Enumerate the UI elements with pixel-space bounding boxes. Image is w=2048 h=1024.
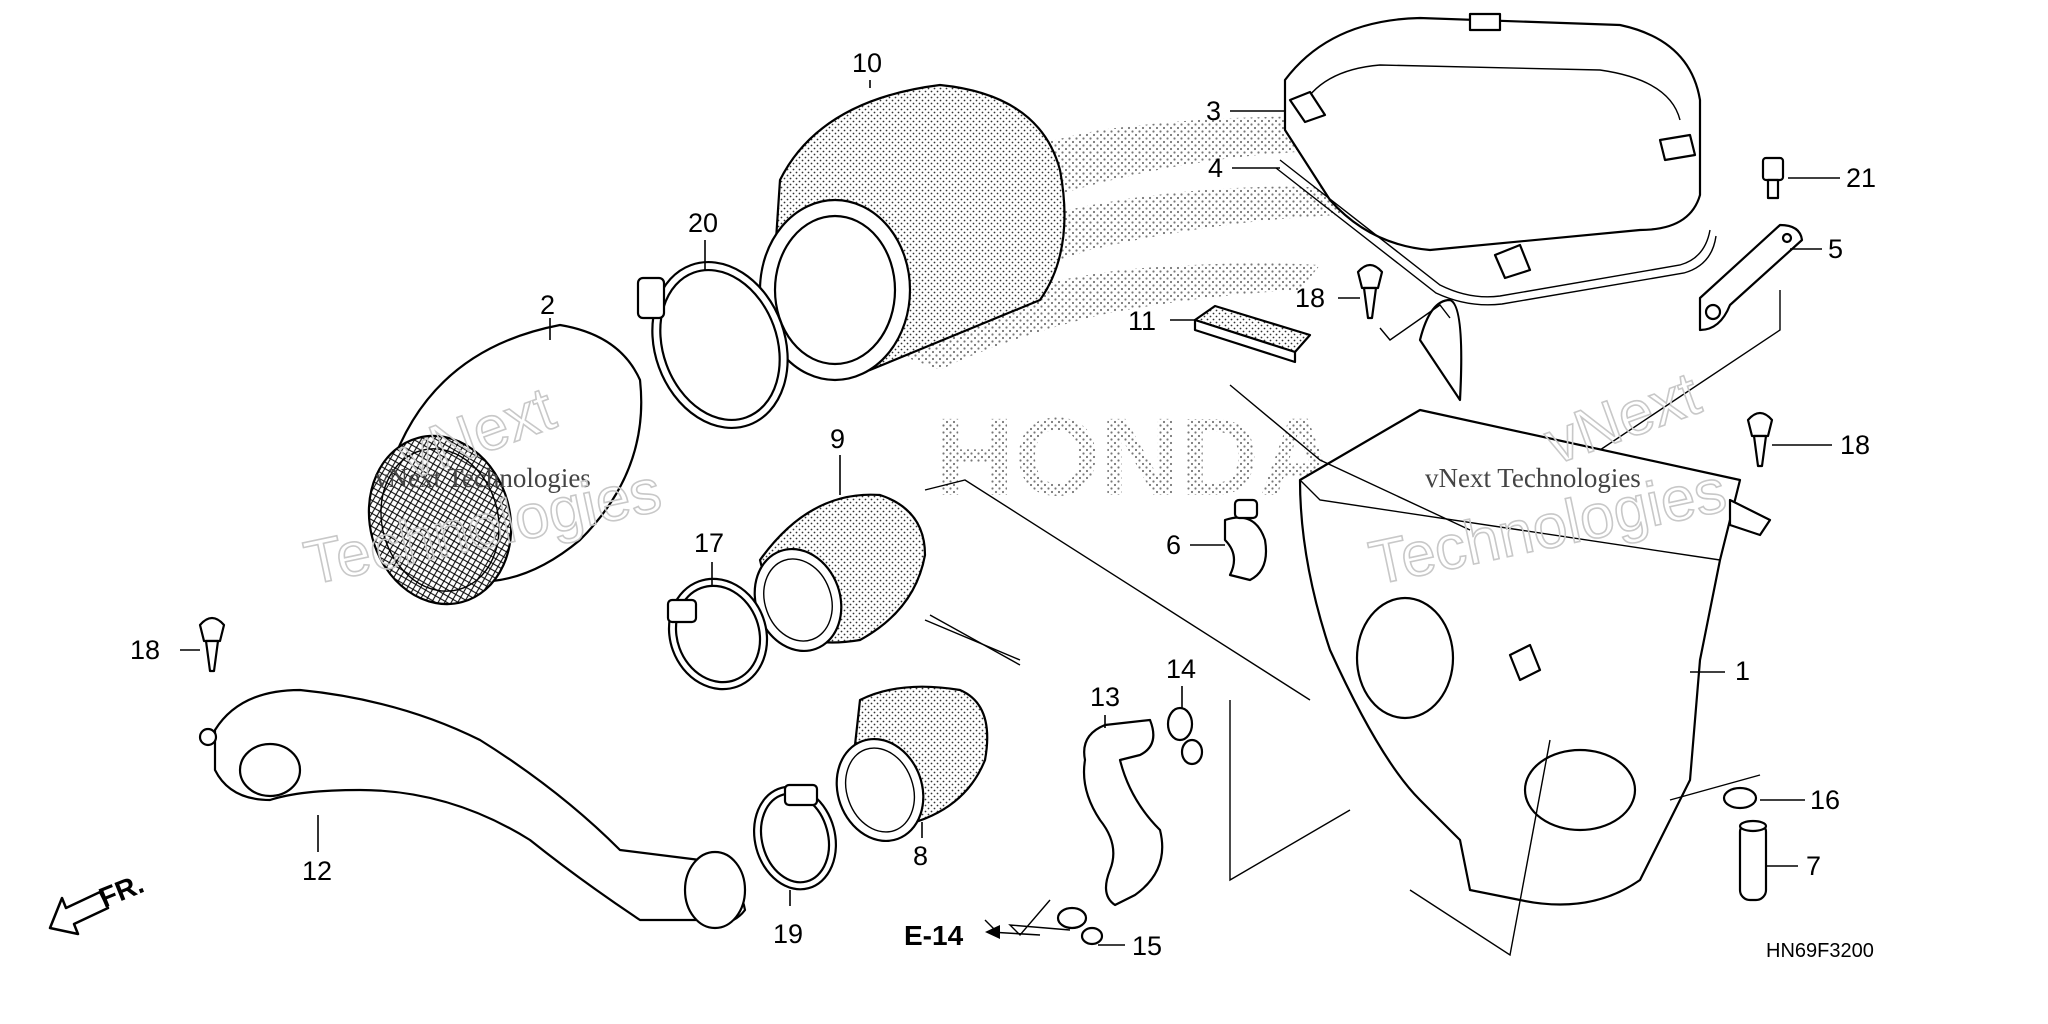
- callout-16: 16: [1810, 785, 1840, 815]
- part-7-drain-plug: [1738, 819, 1768, 902]
- callout-20: 20: [688, 208, 718, 238]
- honda-watermark-text: HONDA: [935, 396, 1338, 519]
- part-21-bolt: [1761, 156, 1785, 200]
- callout-8: 8: [913, 841, 928, 871]
- part-12-intake-duct: [198, 688, 747, 930]
- part-1-air-cleaner-case: [1298, 298, 1772, 906]
- diagram-code: HN69F3200: [1766, 940, 1874, 962]
- reference-label[interactable]: E-14: [904, 920, 964, 951]
- direction-indicator: FR.: [48, 868, 148, 936]
- callout-labels: 1 2 3 4 5 6 7 8 9 10 11 12 13 14 15 16 1…: [130, 48, 1876, 961]
- callout-4: 4: [1208, 153, 1223, 183]
- direction-label: FR.: [95, 868, 148, 914]
- part-3-air-cleaner-cover: [1283, 12, 1702, 280]
- part-20-clamp: [636, 260, 789, 430]
- part-16-clip: [1722, 786, 1758, 810]
- part-11-foam-block: [1193, 304, 1312, 364]
- part-15-clip: [1056, 906, 1104, 946]
- part-14-clip: [1166, 706, 1204, 766]
- watermark-text-2: vNext Technologies: [1425, 463, 1641, 493]
- callout-13: 13: [1090, 682, 1120, 712]
- part-18-clip-c: [198, 616, 226, 673]
- callout-21: 21: [1846, 163, 1876, 193]
- callout-18c: 18: [130, 635, 160, 665]
- part-18-clip-a: [1356, 263, 1384, 320]
- part-5-stay: [1698, 223, 1804, 332]
- part-8-boot: [835, 685, 989, 843]
- callout-19: 19: [773, 919, 803, 949]
- callout-2: 2: [540, 290, 555, 320]
- part-13-drain-hose: [1082, 718, 1164, 907]
- callout-5: 5: [1828, 234, 1843, 264]
- part-2-filter-cage: [367, 323, 643, 606]
- callout-7: 7: [1806, 851, 1821, 881]
- reference-e14[interactable]: E-14: [904, 920, 1041, 951]
- part-6-bracket: [1223, 498, 1268, 582]
- callout-17: 17: [694, 528, 724, 558]
- part-18-clip-b: [1746, 411, 1774, 468]
- callout-9: 9: [830, 424, 845, 454]
- fr-arrow-icon: [48, 890, 110, 936]
- part-17-clamp: [666, 577, 769, 691]
- watermark-text-1: vNext Technologies: [375, 463, 591, 493]
- part-19-clamp: [752, 783, 838, 891]
- callout-10: 10: [852, 48, 882, 78]
- callout-6: 6: [1166, 530, 1181, 560]
- callout-15: 15: [1132, 931, 1162, 961]
- callout-14: 14: [1166, 654, 1196, 684]
- callout-18a: 18: [1295, 283, 1325, 313]
- callout-11: 11: [1128, 306, 1156, 336]
- callout-1: 1: [1735, 656, 1750, 686]
- callout-12: 12: [302, 856, 332, 886]
- callout-18b: 18: [1840, 430, 1870, 460]
- callout-3: 3: [1206, 96, 1221, 126]
- part-9-connecting-tube: [753, 493, 927, 653]
- part-4-cover-seal: [1275, 159, 1717, 306]
